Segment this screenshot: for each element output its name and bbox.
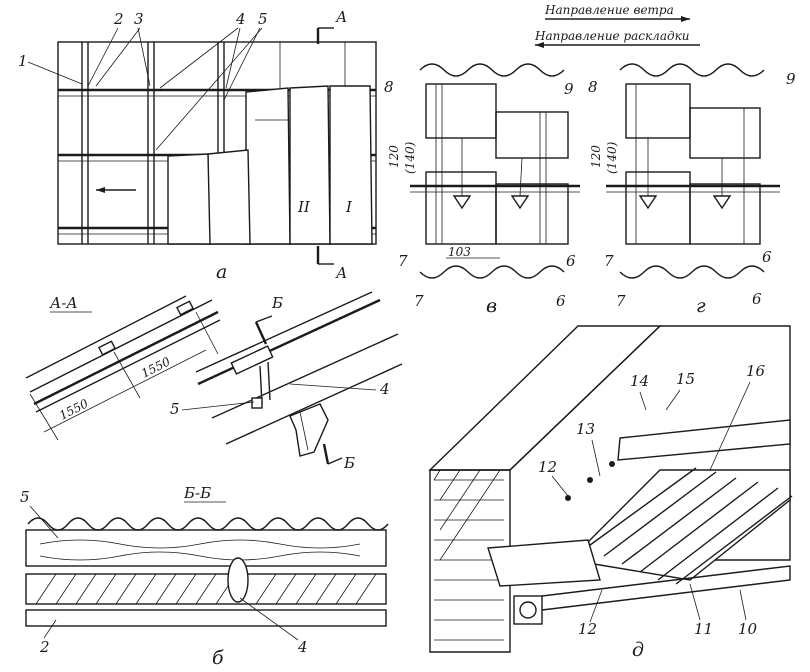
callout-14: 14	[630, 372, 649, 390]
callout-9-g: 9	[786, 70, 796, 88]
callout-2: 2	[113, 10, 124, 28]
callout-13: 13	[576, 420, 595, 438]
panel-d-eaves: 13 12 14 15 16 12 11 10 д	[428, 325, 793, 661]
d-wall-face	[429, 469, 511, 653]
section-b-top-mark	[254, 321, 268, 345]
laying-arrow-head-icon	[535, 42, 544, 48]
panel-label-d: д	[632, 639, 644, 661]
callout-4-bb: 4	[297, 638, 308, 656]
v-wave-top	[419, 63, 565, 77]
callout-5-detail: 5	[170, 400, 180, 418]
callout-6-v: 6	[566, 252, 576, 270]
g-overlap-dim: 120	[589, 145, 603, 168]
callout-8-g: 8	[588, 78, 598, 96]
callout-8-v: 8	[384, 78, 394, 96]
callout-7-g: 7	[604, 252, 614, 270]
callout-4: 4	[235, 10, 246, 28]
panel-label-a: а	[216, 261, 227, 283]
callout-6-g: 6	[762, 248, 772, 266]
laying-direction-label: Направление раскладки	[534, 29, 689, 43]
v-side-overlap-dim: 103	[448, 245, 471, 259]
d-corrugated-sheets	[487, 419, 793, 587]
purlin-detail: Б Б 5 4	[170, 291, 403, 472]
callout-5: 5	[258, 10, 268, 28]
g-wave-top	[619, 63, 765, 77]
bb-concrete-beam	[25, 573, 387, 605]
section-b-bottom-label: Б	[343, 454, 355, 472]
callout-2-bb: 2	[39, 638, 50, 656]
callout-7-v: 7	[398, 252, 408, 270]
section-a-bottom-label: А	[335, 264, 347, 282]
g-overlap-dim-alt: (140)	[605, 141, 619, 174]
d-gutter	[487, 539, 601, 587]
panel-label-v: в	[486, 295, 497, 317]
callout-5-bb: 5	[20, 488, 30, 506]
section-aa: А-А 1550 1550	[25, 294, 221, 441]
callout-1: 1	[18, 52, 28, 70]
sheet-mark-2: II	[297, 198, 311, 216]
section-bb: Б-Б 5 2 4 б	[20, 484, 389, 669]
callout-16: 16	[746, 362, 766, 380]
section-b-bottom-mark	[322, 443, 330, 465]
callout-11: 11	[694, 620, 713, 638]
bb-timber-purlin	[25, 529, 387, 567]
bb-fastener	[227, 557, 249, 603]
v-overlap-dim: 120	[387, 145, 401, 168]
callout-4-detail: 4	[379, 380, 390, 398]
callout-3: 3	[134, 10, 144, 28]
laying-direction-indicator: Направление раскладки	[534, 29, 700, 48]
bb-corrugated-sheet	[27, 517, 389, 531]
d-ridge-board	[617, 419, 791, 461]
wind-direction-indicator: Направление ветра	[544, 3, 690, 22]
callout-6-v-b: 6	[556, 292, 566, 310]
v-overlap-dim-alt: (140)	[403, 141, 417, 174]
d-purlin-end	[513, 595, 543, 625]
v-wave-bottom	[419, 265, 565, 279]
section-a-top-label: А	[335, 8, 347, 26]
section-bb-title: Б-Б	[183, 484, 211, 502]
plan-sheets	[167, 85, 373, 245]
wind-direction-label: Направление ветра	[544, 3, 674, 17]
callout-6-g-b: 6	[752, 290, 762, 308]
wind-arrow-head-icon	[681, 16, 690, 22]
span-dim-1: 1550	[57, 396, 91, 423]
panel-v-overlap: 120 (140) 103 8 9 7 6 7 6 в	[384, 63, 580, 317]
g-wave-bottom	[619, 265, 765, 279]
callout-7-g-b: 7	[616, 292, 626, 310]
section-b-top-label: Б	[271, 294, 283, 312]
panel-a-plan: II I А А 1 2 3 4 5 а	[18, 8, 377, 283]
plan-arrow-head-icon	[96, 187, 105, 193]
panel-label-b: б	[212, 647, 224, 669]
callout-10: 10	[738, 620, 758, 638]
callout-15: 15	[676, 370, 695, 388]
panel-label-g: г	[696, 295, 706, 317]
callout-9-v: 9	[564, 80, 574, 98]
panel-g-overlap: 120 (140) 8 9 7 6 7 6 г	[588, 63, 796, 317]
callout-12-top: 12	[538, 458, 557, 476]
sheet-mark-1: I	[345, 198, 353, 216]
section-aa-title: А-А	[49, 294, 78, 312]
callout-7-v-b: 7	[414, 292, 424, 310]
callout-12-bottom: 12	[578, 620, 597, 638]
